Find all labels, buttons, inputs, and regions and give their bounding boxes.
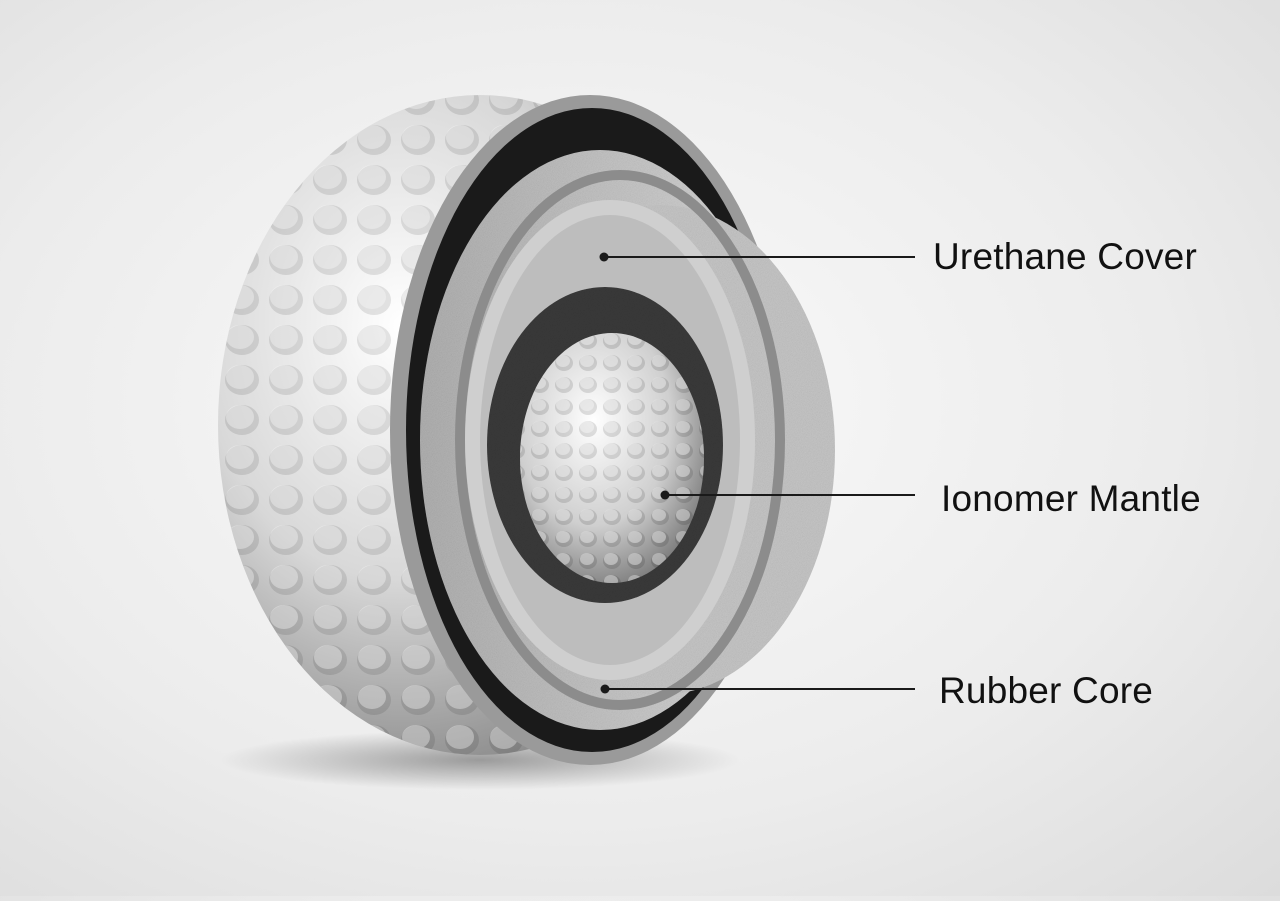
leader-lines xyxy=(599,252,915,694)
label-urethane-cover: Urethane Cover xyxy=(933,236,1197,277)
inner-core xyxy=(520,333,704,583)
label-rubber-core: Rubber Core xyxy=(939,670,1154,711)
leader-dot xyxy=(600,684,610,694)
label-ionomer-mantle: Ionomer Mantle xyxy=(941,478,1201,519)
leader-dot xyxy=(599,252,609,262)
leader-dot xyxy=(660,490,670,500)
